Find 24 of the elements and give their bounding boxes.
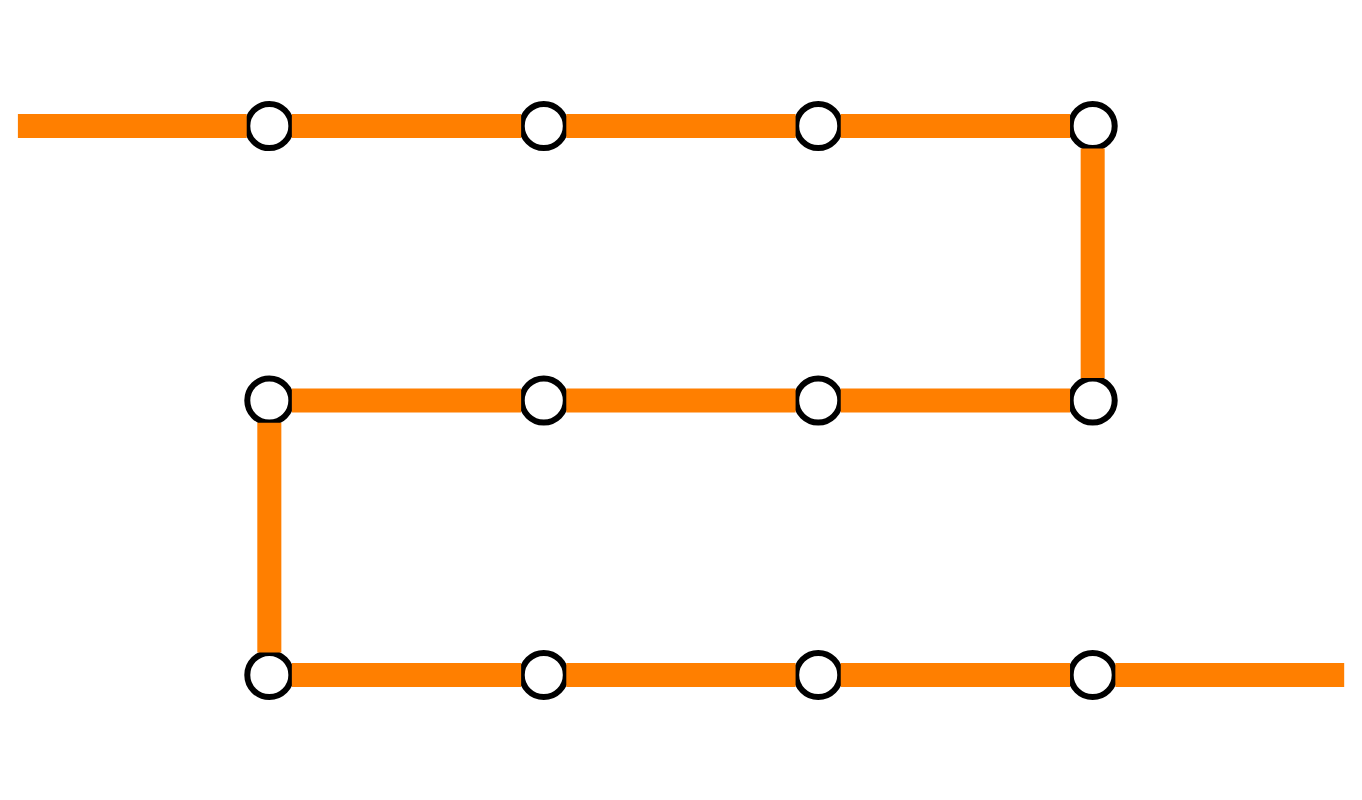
connector [840, 388, 1071, 412]
connector [1115, 662, 1345, 687]
connector [840, 662, 1071, 687]
node-circle [244, 374, 295, 426]
node-circle [244, 649, 295, 700]
connector [17, 113, 247, 138]
node-circle [793, 100, 844, 151]
connector [291, 113, 522, 138]
connector [1080, 147, 1105, 378]
node-circle [244, 100, 295, 151]
connector [291, 388, 522, 412]
connector [566, 388, 796, 412]
node-circle [793, 649, 844, 700]
node-circle [518, 100, 569, 151]
connector [566, 113, 796, 138]
connector [291, 662, 522, 687]
node-circle [1067, 100, 1118, 151]
node-circle [793, 374, 844, 426]
connector [840, 113, 1071, 138]
node-circle [518, 649, 569, 700]
node-circle [1067, 649, 1118, 700]
connector [566, 662, 796, 687]
connector [257, 422, 282, 652]
node-circle [518, 374, 569, 426]
